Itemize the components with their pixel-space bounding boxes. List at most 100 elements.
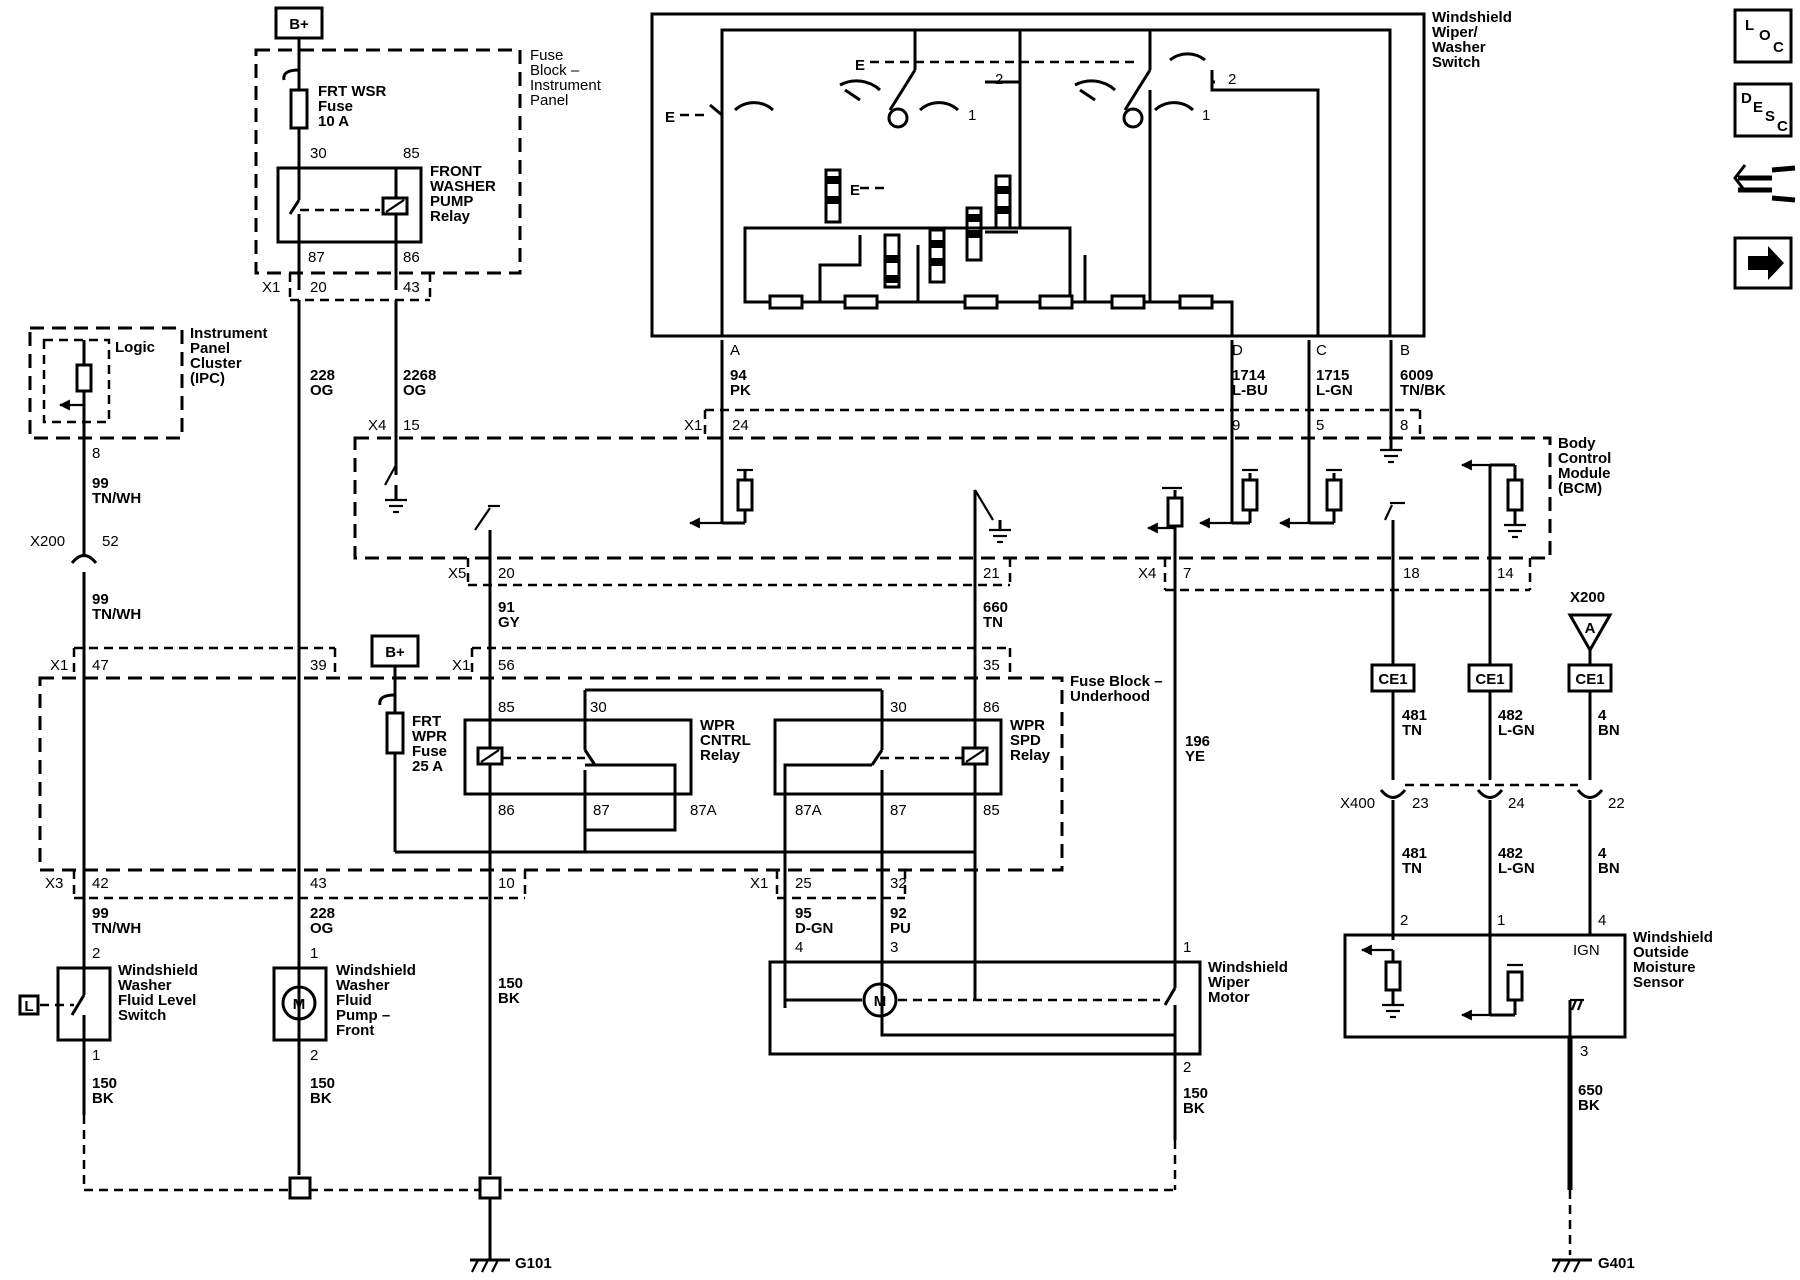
svg-text:5: 5 <box>1316 417 1324 434</box>
svg-text:L: L <box>24 998 33 1015</box>
svg-text:X5: X5 <box>448 565 466 582</box>
wiper-int-icon <box>733 52 1206 112</box>
svg-text:42: 42 <box>92 875 109 892</box>
connector-icon[interactable] <box>1733 164 1796 203</box>
svg-text:87: 87 <box>593 802 610 819</box>
svg-text:L: L <box>1745 17 1754 34</box>
svg-text:43: 43 <box>403 279 420 296</box>
svg-text:O: O <box>1759 27 1771 44</box>
svg-text:86: 86 <box>983 699 1000 716</box>
svg-text:2: 2 <box>1400 912 1408 929</box>
svg-text:CE1: CE1 <box>1378 671 1407 688</box>
svg-text:1: 1 <box>310 945 318 962</box>
svg-text:35: 35 <box>983 657 1000 674</box>
svg-text:43: 43 <box>310 875 327 892</box>
svg-text:Fuse Block –Underhood: Fuse Block –Underhood <box>1070 673 1163 705</box>
svg-text:1: 1 <box>1202 107 1210 124</box>
fuse-block-underhood: Fuse Block –Underhood X1 47 39 X1 56 35 … <box>38 634 1163 1035</box>
svg-text:1: 1 <box>968 107 976 124</box>
svg-text:C: C <box>1316 342 1327 359</box>
svg-text:3: 3 <box>1580 1043 1588 1060</box>
svg-text:X400: X400 <box>1340 795 1375 812</box>
svg-text:87: 87 <box>308 249 325 266</box>
svg-text:Logic: Logic <box>115 339 155 356</box>
arrow-right-icon[interactable] <box>1733 236 1793 290</box>
svg-text:A: A <box>730 342 740 359</box>
svg-text:87A: 87A <box>690 802 717 819</box>
svg-text:21: 21 <box>983 565 1000 582</box>
svg-text:14: 14 <box>1497 565 1514 582</box>
svg-text:G401: G401 <box>1598 1255 1635 1272</box>
svg-text:IGN: IGN <box>1573 942 1600 959</box>
svg-text:X1: X1 <box>684 417 702 434</box>
moisture-sensor-box <box>1343 933 1627 1039</box>
svg-text:85: 85 <box>498 699 515 716</box>
svg-text:20: 20 <box>498 565 515 582</box>
svg-text:20: 20 <box>310 279 327 296</box>
nav-location-icon[interactable]: L O C <box>1733 8 1793 64</box>
motor-icon <box>281 985 317 1021</box>
svg-text:E: E <box>855 57 865 74</box>
wiper-motor-icon <box>862 982 898 1018</box>
svg-text:39: 39 <box>310 657 327 674</box>
svg-text:C: C <box>1777 118 1788 135</box>
svg-text:M: M <box>874 993 887 1010</box>
svg-text:4: 4 <box>1598 912 1606 929</box>
svg-text:23: 23 <box>1412 795 1429 812</box>
svg-text:X200: X200 <box>1570 589 1605 606</box>
svg-text:4BN: 4BN <box>1598 845 1620 877</box>
svg-text:X1: X1 <box>262 279 280 296</box>
svg-text:30: 30 <box>890 699 907 716</box>
svg-text:87: 87 <box>890 802 907 819</box>
svg-text:9: 9 <box>1232 417 1240 434</box>
svg-text:3: 3 <box>890 939 898 956</box>
svg-text:4: 4 <box>795 939 803 956</box>
wiper-low-icon <box>839 79 882 102</box>
svg-text:X1: X1 <box>750 875 768 892</box>
svg-text:15: 15 <box>403 417 420 434</box>
svg-text:CE1: CE1 <box>1575 671 1604 688</box>
svg-text:X4: X4 <box>368 417 386 434</box>
svg-text:1: 1 <box>1183 939 1191 956</box>
svg-text:2: 2 <box>1228 71 1236 88</box>
svg-text:30: 30 <box>590 699 607 716</box>
svg-text:10: 10 <box>498 875 515 892</box>
svg-text:47: 47 <box>92 657 109 674</box>
svg-text:95D-GN: 95D-GN <box>795 905 833 937</box>
svg-text:E: E <box>1753 99 1763 116</box>
nav-description-icon[interactable]: D E S C <box>1733 82 1793 138</box>
svg-text:7: 7 <box>1183 565 1191 582</box>
svg-text:D: D <box>1741 90 1752 107</box>
svg-text:22: 22 <box>1608 795 1625 812</box>
frt-wsr-fuse <box>289 88 309 130</box>
battery-label: B+ <box>289 16 309 33</box>
svg-text:A: A <box>1585 620 1596 637</box>
svg-text:X200: X200 <box>30 533 65 550</box>
wiper-high-icon <box>1074 79 1117 102</box>
